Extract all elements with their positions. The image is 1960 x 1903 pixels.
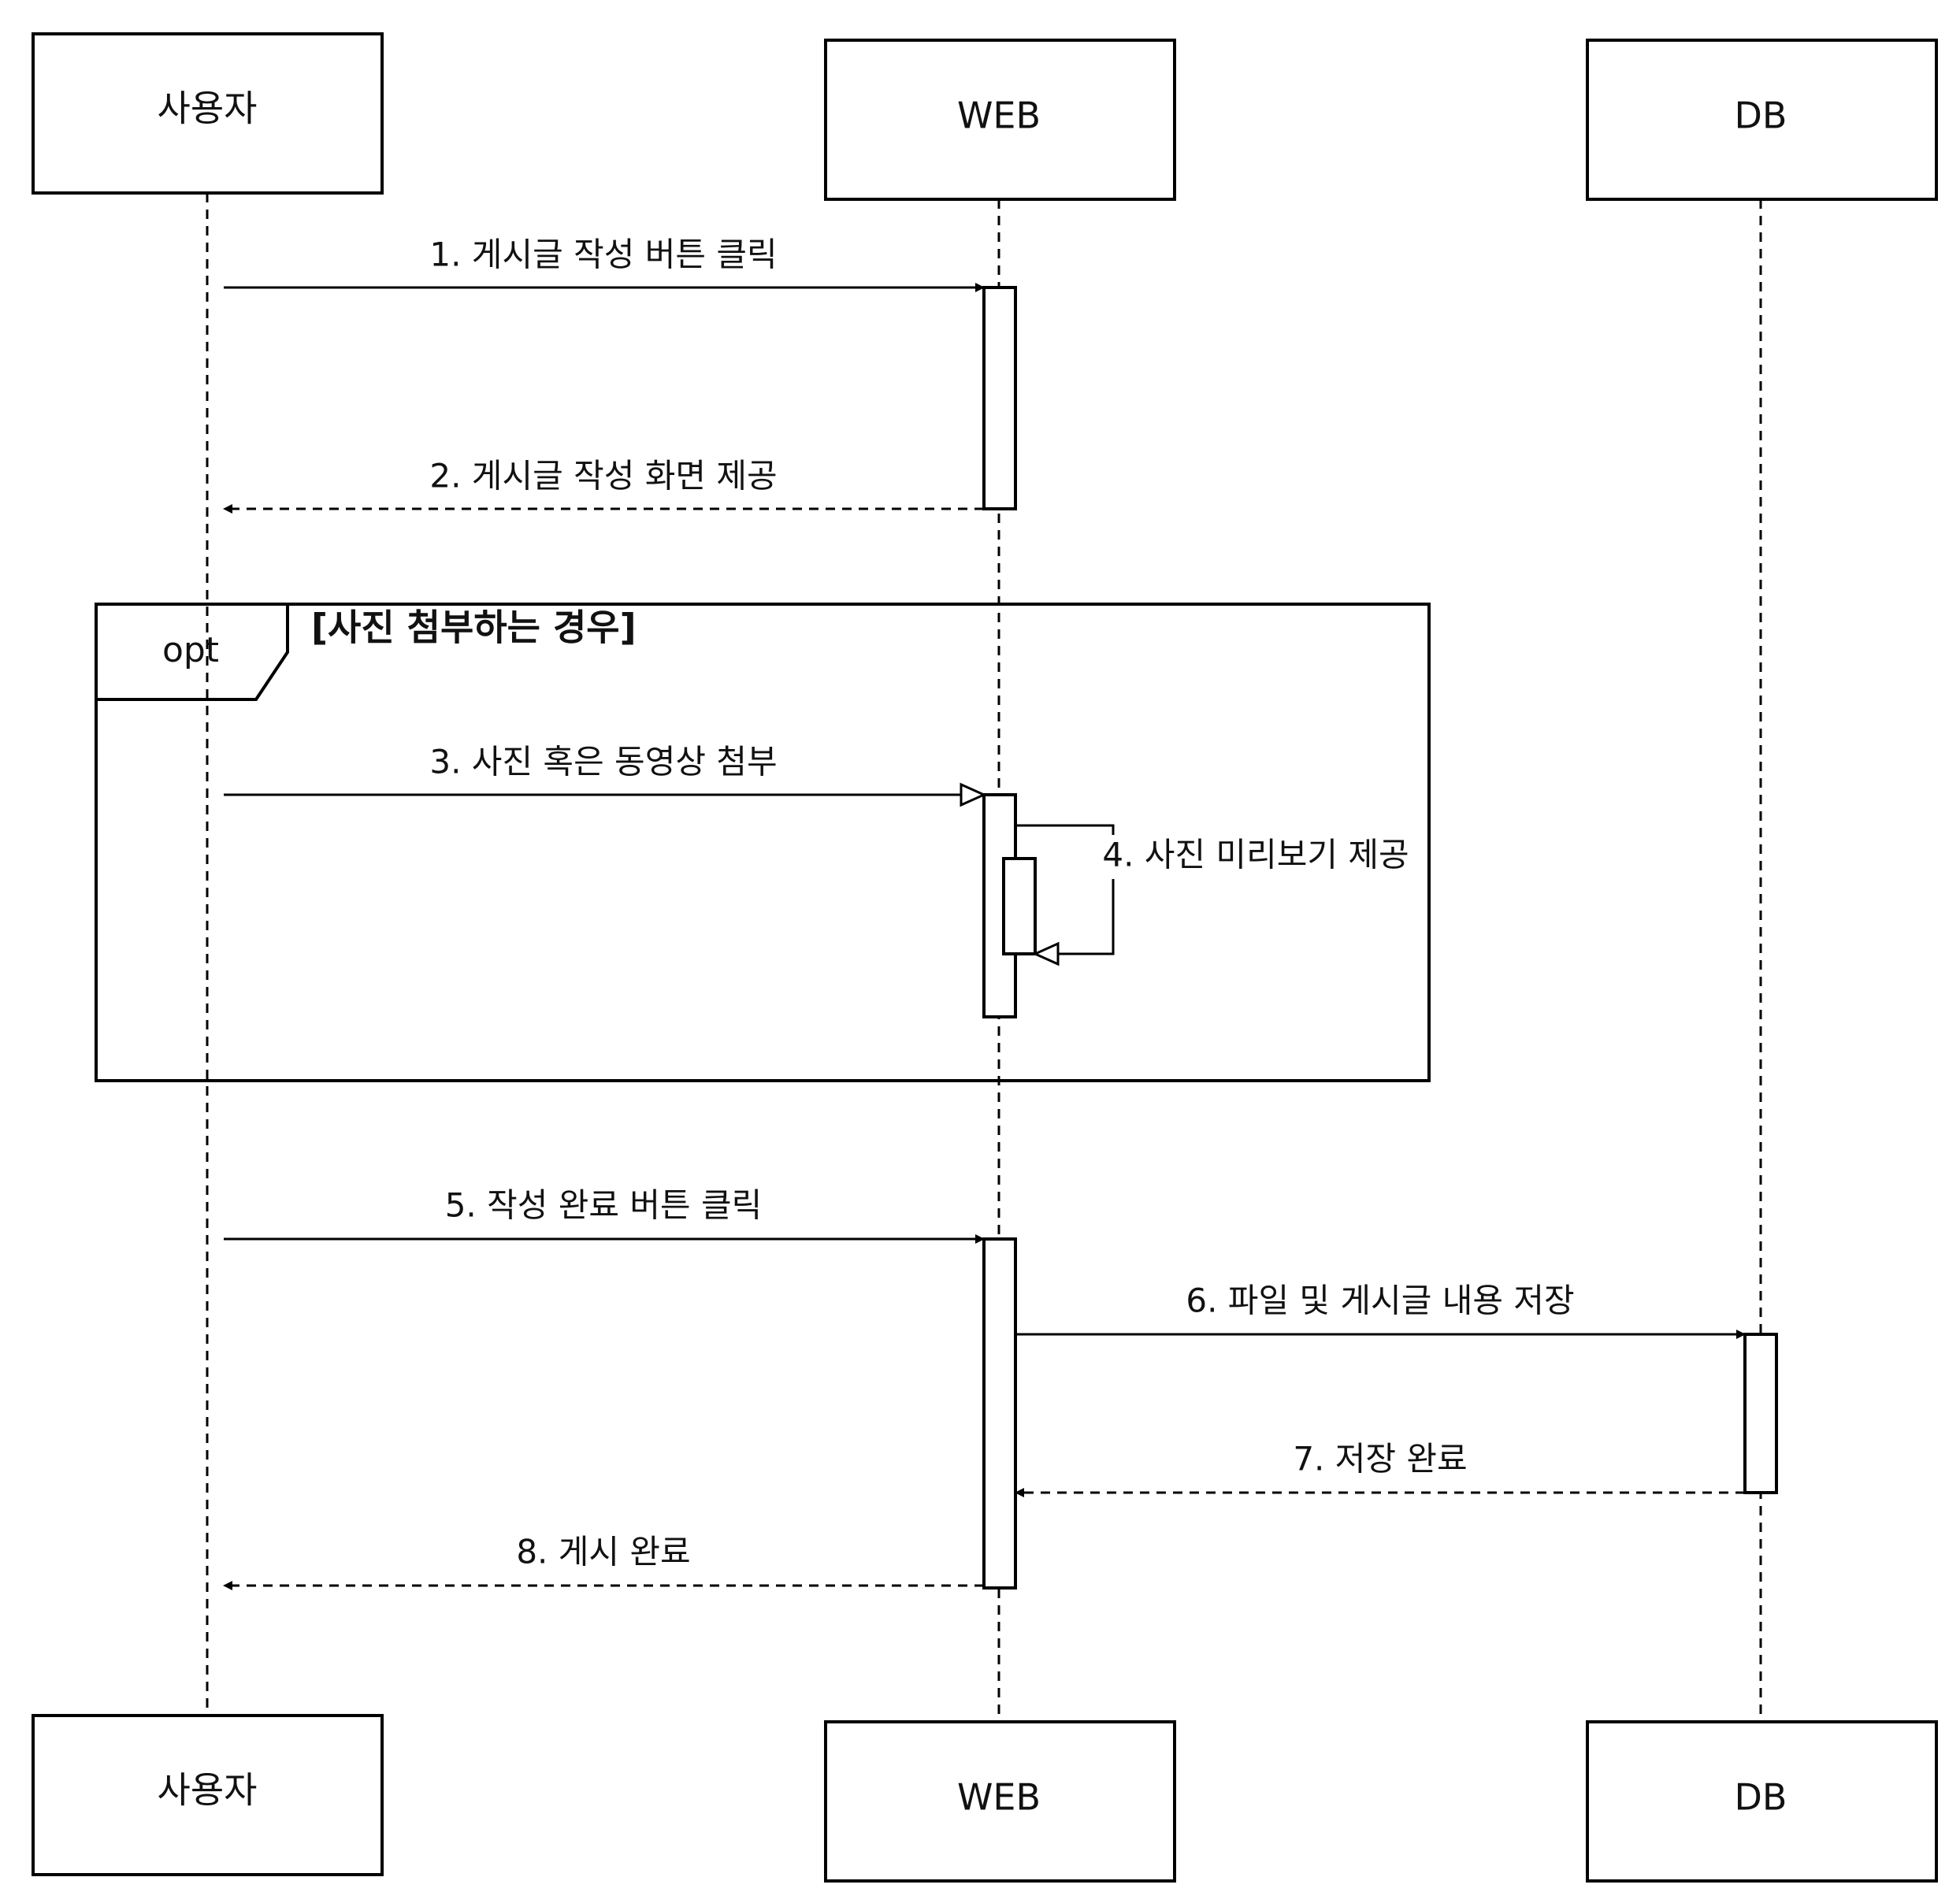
activation-web-1: [982, 286, 1017, 510]
message-7-label: 7. 저장 완료: [1293, 1440, 1467, 1478]
actor-label-user: 사용자: [158, 87, 258, 130]
message-4-arrow: [1015, 824, 1115, 955]
activation-web-3: [982, 1237, 1017, 1590]
actor-box-db-top[interactable]: DB: [1586, 39, 1938, 201]
message-1-label: 1. 게시글 작성 버튼 클릭: [429, 236, 777, 274]
actor-label-db-bottom: DB: [1735, 1776, 1787, 1819]
message-3-label: 3. 사진 혹은 동영상 첨부: [429, 743, 777, 781]
message-6-label: 6. 파일 및 게시글 내용 저장: [1186, 1282, 1574, 1320]
message-4-label-bg: [1091, 835, 1406, 879]
message-5-label: 5. 작성 완료 버튼 클릭: [445, 1186, 763, 1225]
actor-box-db-bottom[interactable]: DB: [1586, 1720, 1938, 1883]
opt-frame-guard: [사진 첨부하는 경우]: [311, 607, 637, 649]
message-2-label: 2. 게시글 작성 화면 제공: [429, 457, 777, 495]
actor-label-db: DB: [1735, 95, 1787, 137]
opt-frame: opt [사진 첨부하는 경우]: [95, 603, 1431, 1082]
actor-label-user-bottom: 사용자: [158, 1769, 258, 1812]
message-4-label: 4. 사진 미리보기 제공: [1102, 836, 1409, 874]
actor-box-user-bottom[interactable]: 사용자: [32, 1714, 384, 1876]
actor-label-web-bottom: WEB: [957, 1776, 1041, 1819]
activation-db-1: [1743, 1333, 1778, 1494]
actor-box-user-top[interactable]: 사용자: [32, 32, 384, 195]
actor-box-web-top[interactable]: WEB: [824, 39, 1176, 201]
activation-web-2-nested: [1002, 857, 1037, 955]
opt-frame-tag: opt: [162, 630, 219, 670]
message-4-arrowhead: [1032, 941, 1060, 966]
actor-label-web: WEB: [957, 95, 1041, 137]
actor-box-web-bottom[interactable]: WEB: [824, 1720, 1176, 1883]
message-8-label: 8. 게시 완료: [516, 1533, 690, 1571]
message-3-arrowhead: [960, 782, 987, 807]
